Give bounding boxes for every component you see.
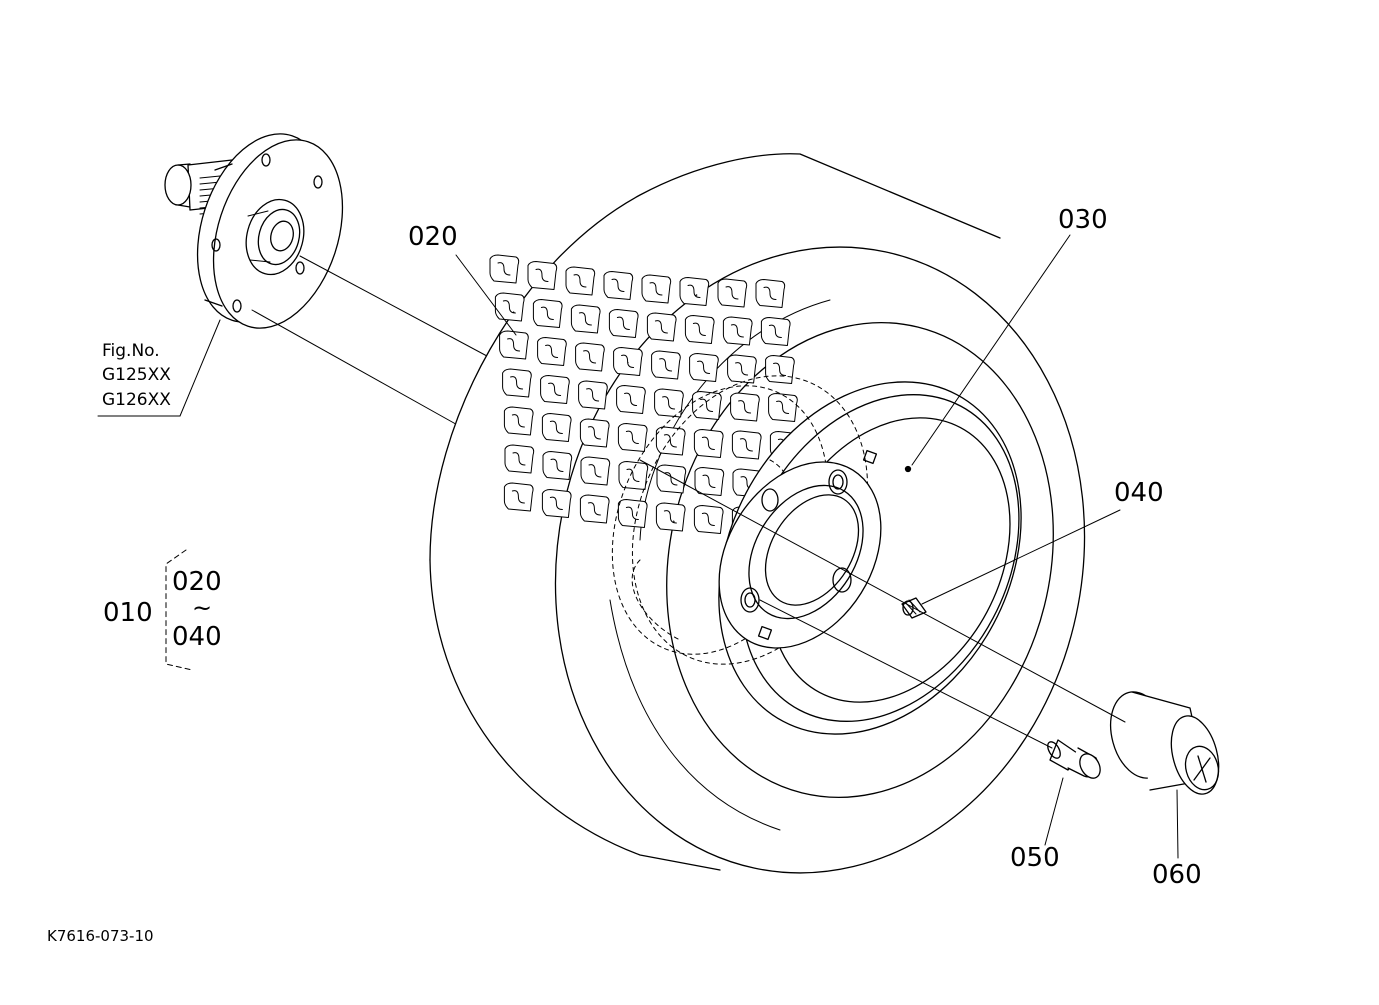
tread-block — [728, 355, 757, 383]
tread-block — [542, 490, 571, 518]
tread-block — [504, 483, 533, 511]
tread-block — [533, 300, 562, 328]
tread-block — [618, 500, 647, 528]
tread-block — [656, 427, 685, 455]
tread-block — [543, 452, 572, 480]
callout-050[interactable]: 050 — [1010, 843, 1060, 873]
figure-ref-g126[interactable]: G126XX — [102, 390, 171, 410]
tread-block — [581, 457, 610, 485]
bolt-part-050 — [1045, 740, 1104, 782]
hub-alignment-lines — [98, 256, 500, 432]
tread-block — [580, 419, 609, 447]
tread-block — [500, 331, 529, 359]
tread-block — [579, 381, 608, 409]
wheel-hub-part — [165, 117, 365, 345]
tread-block — [504, 407, 533, 435]
tread-pattern — [490, 255, 800, 536]
tread-block — [731, 393, 760, 421]
tread-block — [604, 272, 633, 300]
range-tilde: ~ — [192, 594, 213, 622]
tread-block — [619, 462, 648, 490]
tread-block — [490, 255, 519, 283]
tread-block — [656, 503, 685, 531]
tread-block — [756, 280, 785, 308]
tread-block — [769, 394, 798, 422]
tread-block — [695, 468, 724, 496]
drawing-code: K7616-073-10 — [47, 927, 154, 945]
callout-010[interactable]: 010 — [103, 598, 153, 628]
tread-block — [495, 293, 524, 321]
tread-block — [542, 414, 571, 442]
tread-block — [503, 369, 532, 397]
rim-reference-dot — [906, 467, 911, 472]
range-from: 020 — [172, 567, 222, 597]
tread-block — [566, 267, 595, 295]
tread-block — [652, 351, 681, 379]
tread-block — [761, 318, 790, 346]
tread-block — [694, 430, 723, 458]
figure-ref-title: Fig.No. — [102, 341, 160, 361]
callout-030[interactable]: 030 — [1058, 205, 1108, 235]
tread-block — [766, 356, 795, 384]
tread-block — [618, 424, 647, 452]
tread-block — [657, 465, 686, 493]
tread-block — [723, 317, 752, 345]
callout-040[interactable]: 040 — [1114, 478, 1164, 508]
tread-block — [680, 278, 709, 306]
tread-block — [609, 310, 638, 338]
tread-block — [693, 392, 722, 420]
hubcap-part-060 — [1102, 685, 1227, 799]
tread-block — [617, 386, 646, 414]
tread-block — [732, 431, 761, 459]
tread-block — [642, 275, 671, 303]
tread-block — [718, 279, 747, 307]
tread-block — [576, 343, 605, 371]
tread-block — [694, 506, 723, 534]
tread-block — [541, 376, 570, 404]
tread-block — [571, 305, 600, 333]
callout-020[interactable]: 020 — [408, 222, 458, 252]
leader-lines — [166, 235, 1178, 858]
figure-ref-g125[interactable]: G125XX — [102, 365, 171, 385]
tread-block — [655, 389, 684, 417]
tread-block — [528, 262, 557, 290]
tread-block — [685, 316, 714, 344]
rim-part-030 — [572, 329, 1081, 787]
tread-block — [647, 313, 676, 341]
tread-block — [505, 445, 534, 473]
callout-060[interactable]: 060 — [1152, 860, 1202, 890]
tread-block — [690, 354, 719, 382]
tread-block — [538, 338, 567, 366]
tread-block — [614, 348, 643, 376]
range-to: 040 — [172, 622, 222, 652]
tread-block — [580, 495, 609, 523]
